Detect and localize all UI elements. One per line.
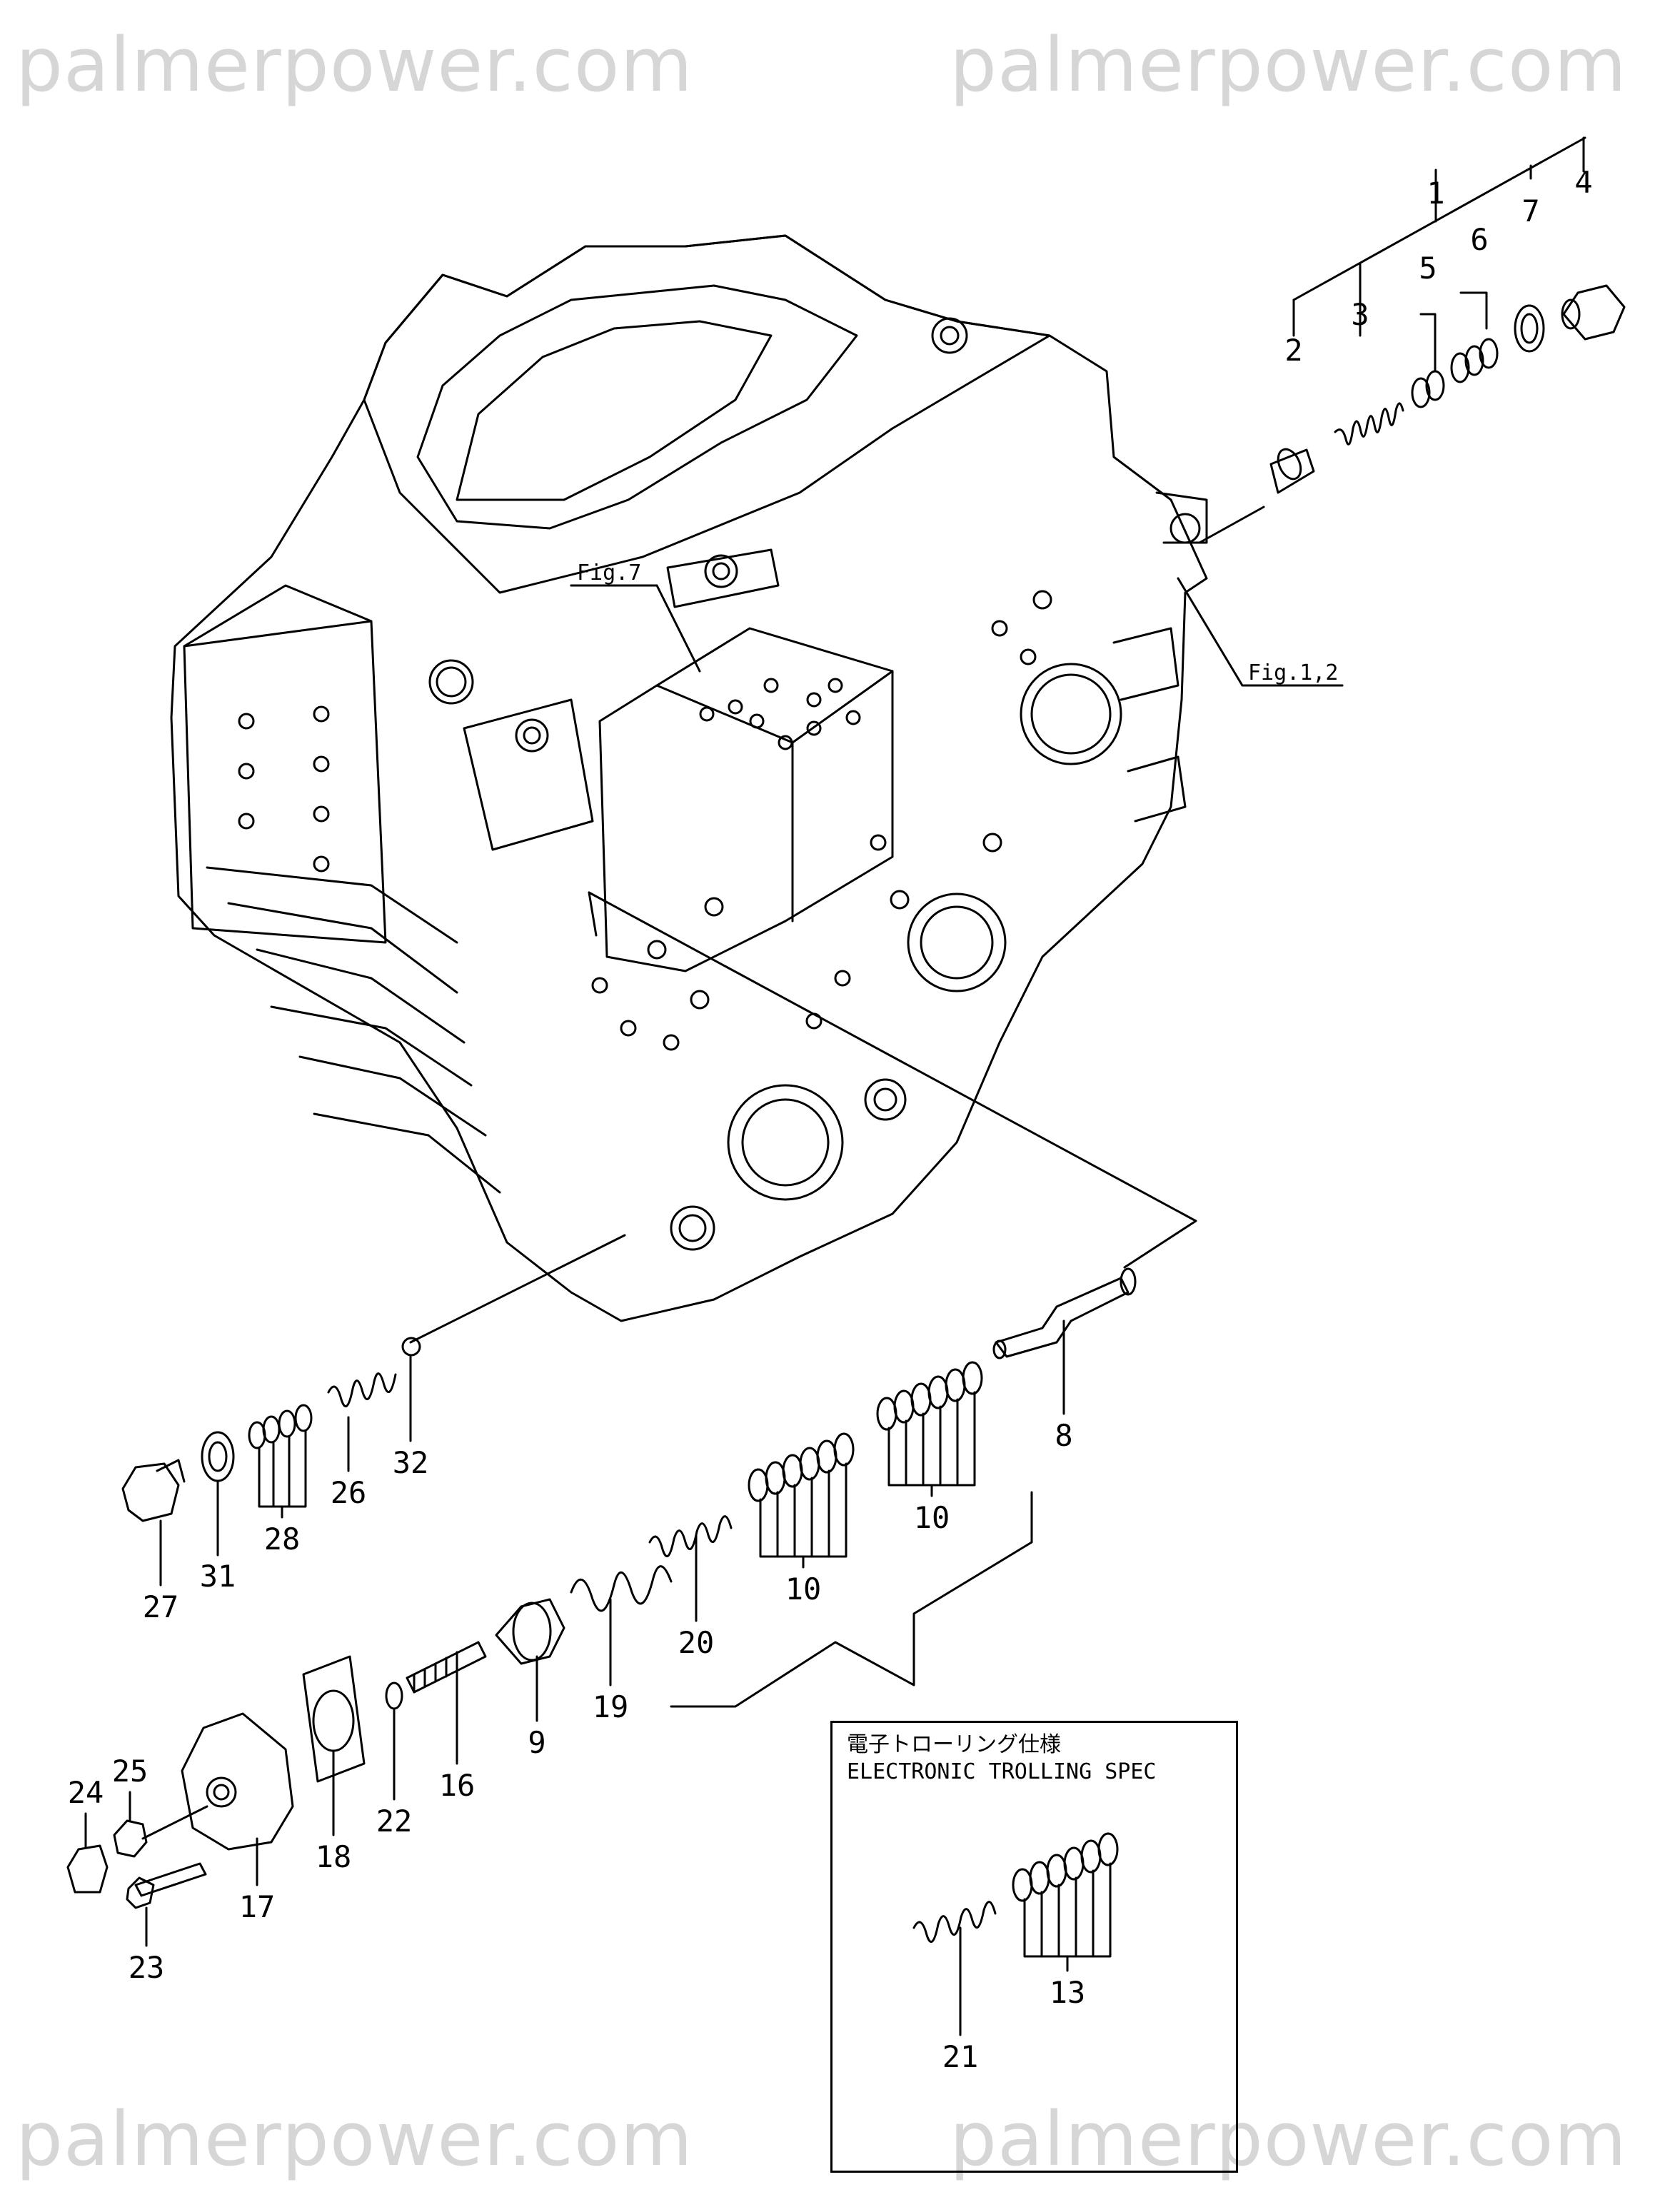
watermark-bottom-right: palmerpower.com [950,2096,1627,2183]
spec-box-title-jp: 電子トローリング仕様 [847,1732,1061,1757]
watermark-bottom-left: palmerpower.com [16,2096,693,2183]
callout-23: 23 [129,1950,165,1985]
callout-25: 25 [112,1754,149,1789]
spec-box-parts [912,1832,1119,2036]
callout-2: 2 [1284,333,1302,368]
callout-9: 9 [528,1725,545,1760]
callout-16: 16 [439,1768,476,1803]
callout-26: 26 [331,1475,367,1510]
spec-box-title-en: ELECTRONIC TROLLING SPEC [847,1759,1157,1784]
callout-32: 32 [393,1445,429,1480]
callout-18: 18 [316,1839,352,1874]
callout-8: 8 [1055,1418,1072,1453]
top-right-parts [1269,284,1626,494]
lower-left-parts [121,1337,421,1587]
callout-3: 3 [1351,297,1369,332]
spool-stack [66,1267,1137,1947]
callout-21: 21 [942,2039,979,2074]
fig7-label: Fig.7 [577,560,641,585]
callout-10-upper: 10 [914,1500,950,1535]
callout-17: 17 [239,1889,276,1924]
callout-24: 24 [68,1775,104,1810]
callout-27: 27 [143,1589,179,1624]
callout-20: 20 [678,1625,715,1660]
watermark-top-right: palmerpower.com [950,21,1627,109]
callout-22: 22 [376,1804,413,1839]
gear-case-housing [170,234,1208,1322]
callout-6: 6 [1470,222,1488,257]
callout-31: 31 [200,1559,236,1594]
callout-10-lower: 10 [785,1572,822,1607]
fig12-label: Fig.1,2 [1248,660,1338,685]
electronic-trolling-spec-box: 電子トローリング仕様 ELECTRONIC TROLLING SPEC [830,1721,1238,2173]
callout-7: 7 [1521,193,1539,228]
callout-28: 28 [264,1522,301,1557]
callout-13: 13 [1050,1975,1086,2010]
callout-5: 5 [1419,251,1437,286]
callout-numbers: 1 2 3 4 5 6 7 8 9 10 10 13 16 17 18 19 2… [68,165,1593,2074]
callout-19: 19 [593,1689,629,1724]
spec-box-title: 電子トローリング仕様 ELECTRONIC TROLLING SPEC [847,1731,1156,1786]
watermark-top-left: palmerpower.com [16,21,693,109]
callout-1: 1 [1427,176,1444,211]
callout-4: 4 [1574,165,1592,200]
leader-lines [409,136,1586,1708]
